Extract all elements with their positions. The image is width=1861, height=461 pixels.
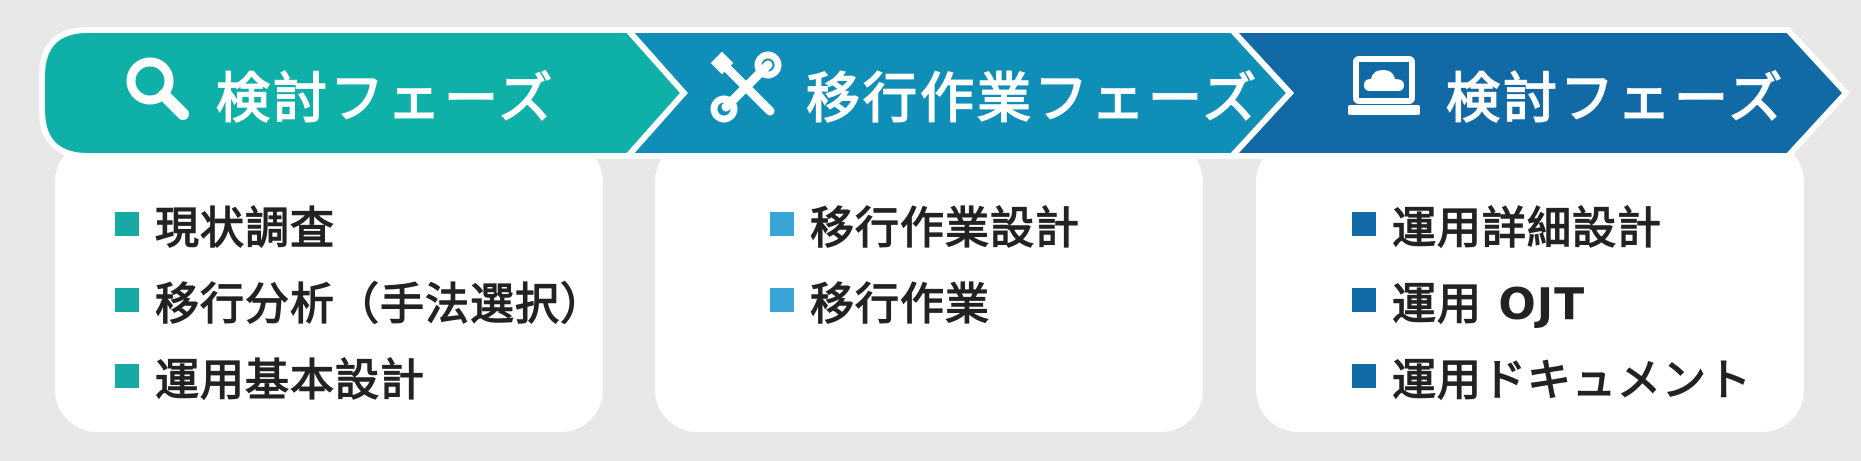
list-item: 運用ドキュメント	[1352, 338, 1752, 414]
phase-title: 移行作業フェーズ	[806, 66, 1260, 130]
phase-3-task-list: 運用詳細設計 運用 OJT 運用ドキュメント	[1352, 186, 1752, 414]
list-item: 移行作業設計	[770, 186, 1080, 262]
list-item: 移行分析（手法選択）	[115, 262, 605, 338]
bullet-square-icon	[1352, 288, 1376, 312]
bullet-square-icon	[770, 288, 794, 312]
list-item: 運用基本設計	[115, 338, 605, 414]
phase-band-2	[621, 27, 1295, 159]
phase-header-1: 検討フェーズ	[120, 30, 555, 156]
phase-card-3	[1256, 140, 1804, 432]
phase-card-2	[655, 140, 1203, 432]
bullet-square-icon	[115, 364, 139, 388]
bullet-square-icon	[115, 212, 139, 236]
phase-card-1	[55, 140, 603, 432]
search-icon	[120, 51, 192, 136]
bullet-square-icon	[1352, 212, 1376, 236]
list-item: 運用 OJT	[1352, 262, 1752, 338]
phase-2-task-list: 移行作業設計 移行作業	[770, 186, 1080, 338]
phase-1-task-list: 現状調査 移行分析（手法選択） 運用基本設計	[115, 186, 605, 414]
bullet-square-icon	[770, 212, 794, 236]
bullet-square-icon	[115, 288, 139, 312]
phase-title: 検討フェーズ	[216, 66, 556, 130]
phase-header-2: 移行作業フェーズ	[710, 30, 1259, 156]
phase-title: 検討フェーズ	[1446, 66, 1786, 130]
list-item: 現状調査	[115, 186, 605, 262]
laptop-cloud-icon	[1346, 51, 1422, 136]
list-item: 移行作業	[770, 262, 1080, 338]
tools-icon	[710, 51, 782, 136]
phase-header-3: 検討フェーズ	[1346, 30, 1785, 156]
list-item: 運用詳細設計	[1352, 186, 1752, 262]
bullet-square-icon	[1352, 364, 1376, 388]
